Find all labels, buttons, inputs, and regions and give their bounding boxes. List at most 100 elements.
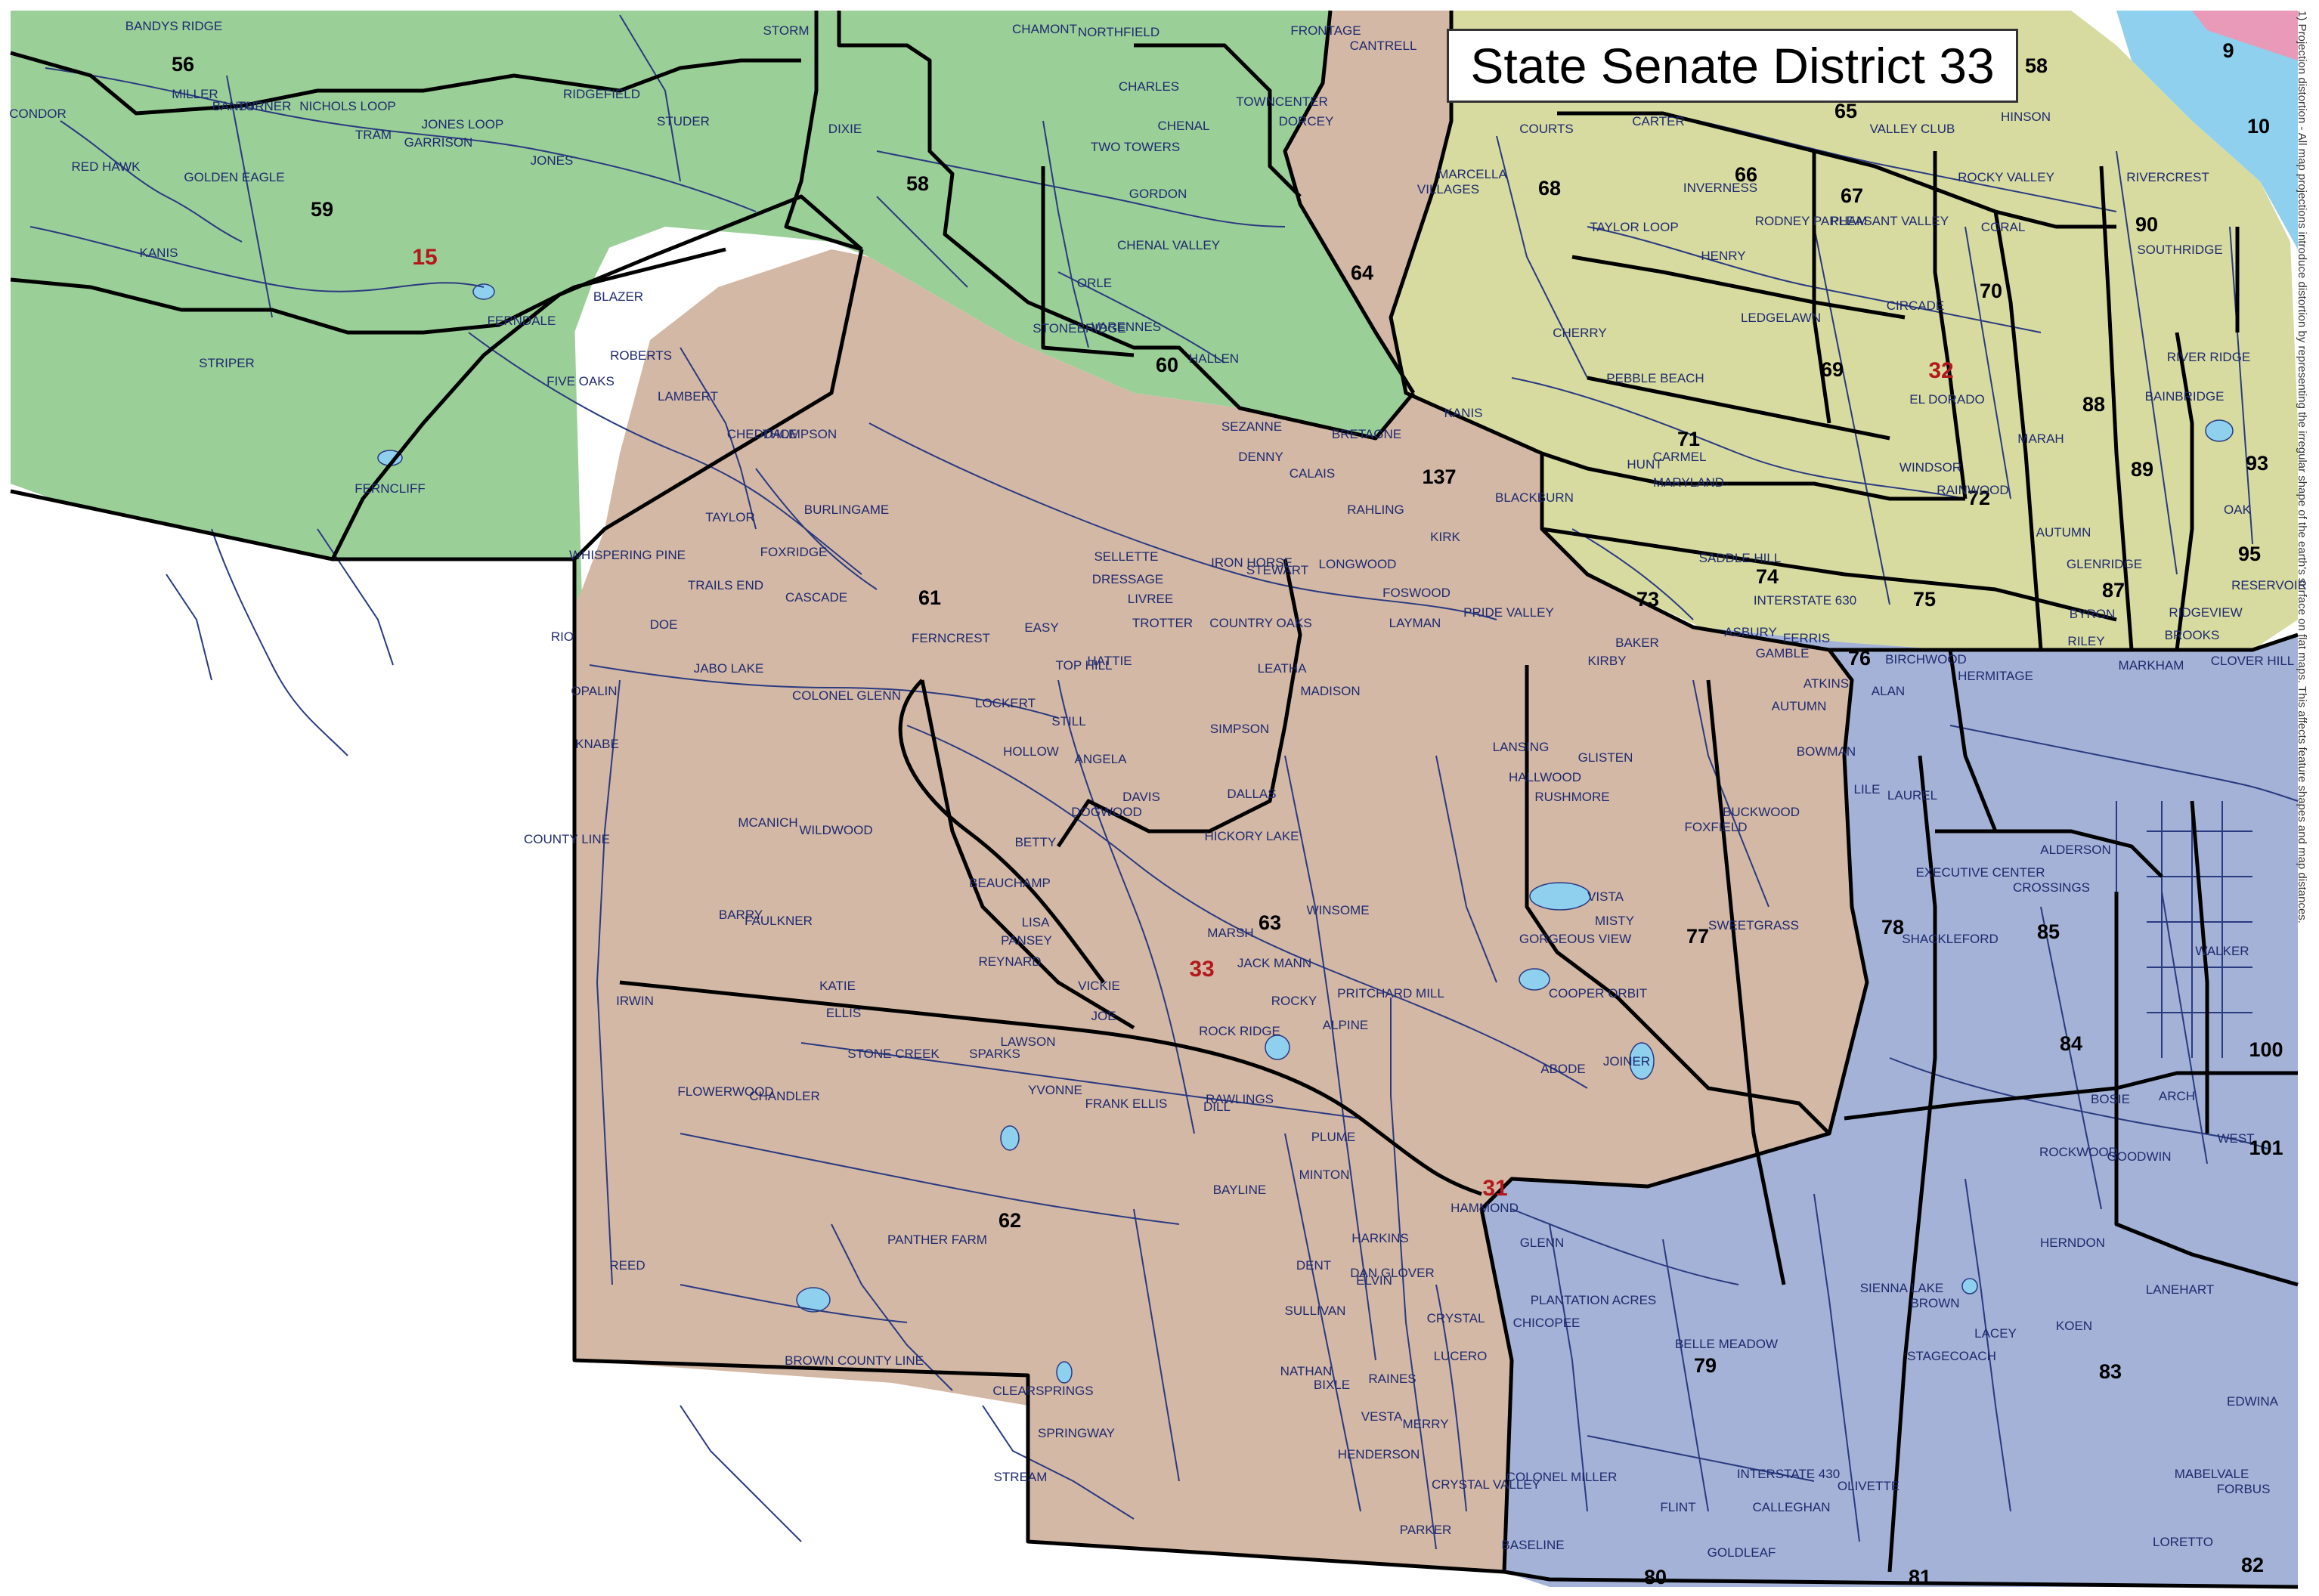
house-district-label: 61 — [918, 586, 941, 609]
road-label: LISA — [1022, 915, 1051, 929]
road-label: CALAIS — [1290, 466, 1335, 481]
road-label: OLIVETTE — [1838, 1479, 1899, 1493]
road-label: PANTHER FARM — [887, 1233, 987, 1247]
road-label: CHENAL VALLEY — [1117, 238, 1220, 252]
road-label: STAGECOACH — [1907, 1349, 1996, 1363]
road-label: GOLDLEAF — [1708, 1545, 1776, 1560]
road-label: DAVIS — [1122, 790, 1160, 804]
road-label: GOLDEN EAGLE — [184, 170, 284, 184]
road-label: PLEASANT VALLEY — [1831, 214, 1949, 228]
house-district-label: 83 — [2099, 1360, 2122, 1383]
road-label: STONE CREEK — [847, 1047, 940, 1061]
senate-district-labels: 15 33 32 31 — [412, 245, 1953, 1201]
road-label: FLINT — [1660, 1500, 1695, 1514]
road-label: LACEY — [1974, 1326, 2017, 1341]
projection-note-text: 1) Projection distortion - All map proje… — [2296, 11, 2308, 923]
house-district-label: 64 — [1351, 261, 1373, 284]
road-label: ANGELA — [1075, 752, 1128, 766]
road-label: CALLEGHAN — [1753, 1500, 1831, 1514]
house-district-label: 85 — [2037, 920, 2060, 943]
road-label: HAMMOND — [1451, 1201, 1519, 1215]
senate-district-32-region — [1391, 11, 2298, 650]
senate-district-label-15: 15 — [412, 245, 437, 270]
road-label: VARENNES — [1091, 320, 1161, 334]
road-label: CHANDLER — [749, 1089, 820, 1103]
road-label: PRITCHARD MILL — [1337, 986, 1444, 1001]
road-label: LOCKERT — [975, 696, 1036, 710]
road-label: BAINBRIDGE — [2145, 389, 2225, 404]
road-label: ROCKWOOD — [2039, 1145, 2118, 1159]
house-district-label: 59 — [311, 198, 333, 221]
lake — [1961, 1278, 1978, 1294]
house-district-label: 82 — [2241, 1554, 2264, 1576]
house-district-label: 78 — [1881, 916, 1904, 939]
road-label: CHENAL — [1158, 119, 1210, 133]
road-label: PANSEY — [1001, 933, 1052, 948]
road-label: VALLEY CLUB — [1870, 122, 1955, 136]
road-label: RUSHMORE — [1534, 790, 1609, 804]
road-label: IRWIN — [616, 994, 654, 1008]
house-district-label: 89 — [2131, 458, 2153, 481]
senate-district-label-31: 31 — [1482, 1176, 1507, 1201]
road-label: CROSSINGS — [2013, 880, 2090, 895]
road-label: CLOVER HILL — [2211, 654, 2295, 668]
senate-district-label-33: 33 — [1189, 957, 1214, 982]
house-district-label: 95 — [2238, 543, 2261, 565]
road-label: INTERSTATE 630 — [1754, 593, 1856, 608]
road-label: RED HAWK — [72, 159, 141, 174]
road-label: COUNTY LINE — [524, 832, 610, 846]
road-label: WEST — [2217, 1131, 2254, 1146]
house-district-label: 56 — [172, 53, 194, 76]
road-label: TOP HILL — [1056, 658, 1113, 673]
house-district-label: 69 — [1821, 358, 1844, 381]
house-district-label: 75 — [1913, 588, 1936, 611]
house-district-label: 87 — [2102, 579, 2125, 602]
road-label: PEBBLE BEACH — [1606, 371, 1704, 385]
road-label: CRYSTAL VALLEY — [1432, 1477, 1540, 1492]
road-label: GORDON — [1129, 187, 1187, 201]
road-label: DIXIE — [828, 122, 862, 136]
senate-district-33-region — [559, 11, 1867, 1572]
road-label: RESERVOIR — [2231, 578, 2307, 592]
road-label: SHACKLEFORD — [1902, 932, 1999, 946]
road-label: CHERRY — [1553, 326, 1606, 340]
road-label: LIVREE — [1128, 592, 1173, 606]
road-label: MARAH — [2017, 431, 2064, 446]
road-label: HOLLOW — [1003, 744, 1059, 759]
road-label: BETTY — [1015, 835, 1057, 849]
road-label: ROCKY VALLEY — [1958, 170, 2054, 184]
road-label: MCANICH — [738, 815, 797, 830]
road-label: WILDWOOD — [799, 823, 872, 837]
road-label: DAN GLOVER — [1350, 1266, 1434, 1280]
road-label: COLONEL GLENN — [792, 688, 901, 703]
road-label: BANDYS RIDGE — [125, 19, 222, 33]
house-district-label: 88 — [2082, 393, 2105, 416]
road-label: ALAN — [1872, 684, 1905, 698]
road-label: ARCH — [2159, 1089, 2195, 1103]
road-label: BLACKBURN — [1495, 490, 1574, 505]
house-district-label: 81 — [1909, 1566, 1931, 1588]
senate-district-31-region — [1481, 627, 2298, 1587]
road-label: CARTER — [1632, 114, 1685, 128]
road-label: BELLE MEADOW — [1675, 1337, 1778, 1351]
road-label: AUTUMN — [1772, 699, 1827, 713]
house-district-label: 80 — [1644, 1566, 1667, 1588]
house-district-label: 10 — [2247, 115, 2270, 138]
road-label: BIXLE — [1314, 1378, 1350, 1392]
road-label: STREAM — [994, 1470, 1048, 1484]
lake — [2205, 419, 2234, 442]
road-label: SOUTHRIDGE — [2137, 243, 2222, 257]
road-label: IRON HORSE — [1211, 555, 1293, 570]
district-boundaries — [10, 10, 2299, 1589]
road-label: BROWN — [1910, 1296, 1959, 1310]
road-label: ABODE — [1540, 1062, 1586, 1076]
road-label: TAYLOR LOOP — [1590, 220, 1678, 234]
road-label: CHARLES — [1119, 79, 1179, 94]
road-label: ROCKY — [1271, 994, 1317, 1008]
road-label: FRANK ELLIS — [1085, 1096, 1168, 1111]
road-labels: BANDYS RIDGE STORM CONDOR RED HAWK GOLDE… — [9, 19, 2307, 1560]
house-district-label: 71 — [1677, 428, 1700, 450]
road-label: KIRBY — [1587, 654, 1626, 668]
lake — [1519, 968, 1550, 991]
road-label: HERNDON — [2040, 1236, 2105, 1250]
